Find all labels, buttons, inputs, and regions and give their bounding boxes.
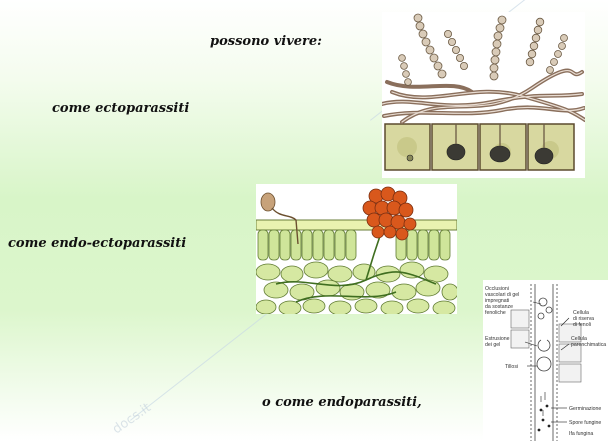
label-estrusione-2: dei gel bbox=[485, 342, 500, 348]
label-cellula-parenchimatica-2: parenchimatica bbox=[571, 342, 606, 348]
item-endo-ectoparassiti: come endo-ectoparassiti bbox=[8, 236, 186, 251]
label-ifa: Ifa fungina bbox=[569, 431, 593, 437]
label-spore: Spore fungine bbox=[569, 420, 601, 426]
watermark-text: docs.it bbox=[110, 400, 154, 437]
ectoparasite-illustration bbox=[382, 12, 585, 178]
label-tillosi: Tillosi bbox=[505, 364, 518, 370]
label-occlusioni-5: fenoliche bbox=[485, 310, 506, 316]
endoparasite-diagram: Occlusioni vascolari di gel impregnati d… bbox=[483, 280, 608, 441]
slide-heading: possono vivere: bbox=[210, 34, 322, 49]
label-germinazione: Germinazione bbox=[569, 406, 601, 412]
label-cellula-riserva-3: di fenoli bbox=[573, 322, 591, 328]
item-endoparassiti: o come endoparassiti, bbox=[262, 395, 422, 410]
item-ectoparassiti: come ectoparassiti bbox=[52, 101, 189, 116]
endo-ectoparasite-illustration bbox=[256, 184, 457, 314]
